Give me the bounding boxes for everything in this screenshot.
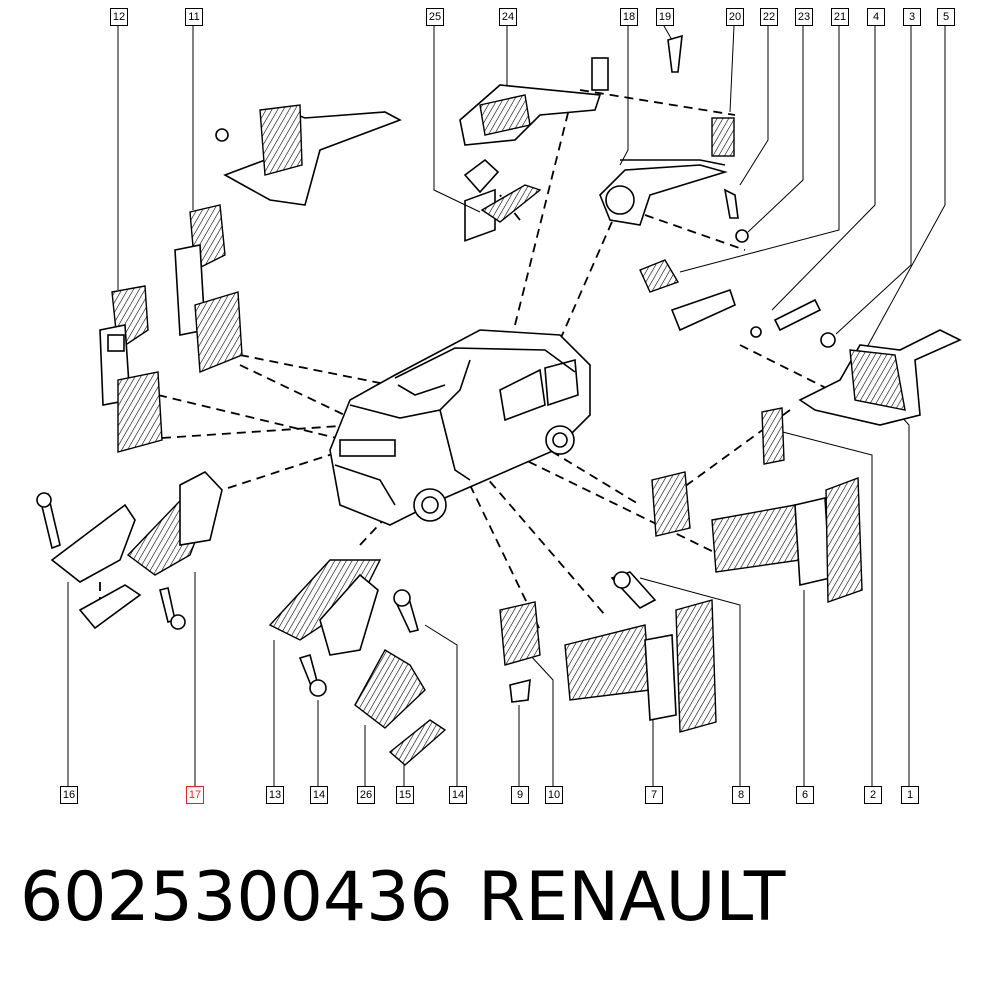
callout-1: 1 <box>901 786 919 804</box>
leader-lines <box>67 25 946 786</box>
callout-23: 23 <box>795 8 813 26</box>
callout-14-left: 14 <box>310 786 328 804</box>
part-18-hinge <box>599 34 749 332</box>
callout-21: 21 <box>831 8 849 26</box>
callout-20: 20 <box>726 8 744 26</box>
callout-12: 12 <box>110 8 128 26</box>
callout-26: 26 <box>357 786 375 804</box>
part-check-strap-top-left <box>215 104 402 206</box>
diagram-drawing <box>36 25 962 786</box>
callout-24: 24 <box>499 8 517 26</box>
callout-8: 8 <box>732 786 750 804</box>
part-6-hinge-right <box>651 471 863 603</box>
callout-6: 6 <box>796 786 814 804</box>
part-12-hinge <box>99 285 163 453</box>
part-13-hinge <box>268 559 382 697</box>
callout-25: 25 <box>426 8 444 26</box>
part-16-bracket <box>36 492 142 630</box>
callout-4: 4 <box>867 8 885 26</box>
part-2-plate <box>761 407 785 465</box>
callout-13: 13 <box>266 786 284 804</box>
callout-11: 11 <box>185 8 203 26</box>
part-10-plate <box>499 601 541 703</box>
callout-7: 7 <box>645 786 663 804</box>
callout-22: 22 <box>760 8 778 26</box>
callout-14-right: 14 <box>449 786 467 804</box>
brand-label: RENAULT <box>478 858 786 937</box>
callout-10: 10 <box>545 786 563 804</box>
part-1-check-strap-right <box>750 298 962 426</box>
part-24-hinge-top <box>459 57 609 223</box>
part-26-bracket <box>354 589 447 766</box>
callout-15: 15 <box>396 786 414 804</box>
part-7-hinge-lower <box>564 571 717 733</box>
part-17-hinge <box>126 471 223 630</box>
callout-17-highlighted: 17 <box>186 786 204 804</box>
callout-18: 18 <box>620 8 638 26</box>
part-number-label: 6025300436 <box>20 858 453 937</box>
callout-2: 2 <box>864 786 882 804</box>
exploded-parts-diagram <box>36 25 962 786</box>
callout-16: 16 <box>60 786 78 804</box>
part-11-hinge <box>174 204 243 374</box>
callout-9: 9 <box>511 786 529 804</box>
callout-5: 5 <box>937 8 955 26</box>
vehicle-van <box>329 188 591 526</box>
callout-3: 3 <box>903 8 921 26</box>
callout-19: 19 <box>656 8 674 26</box>
